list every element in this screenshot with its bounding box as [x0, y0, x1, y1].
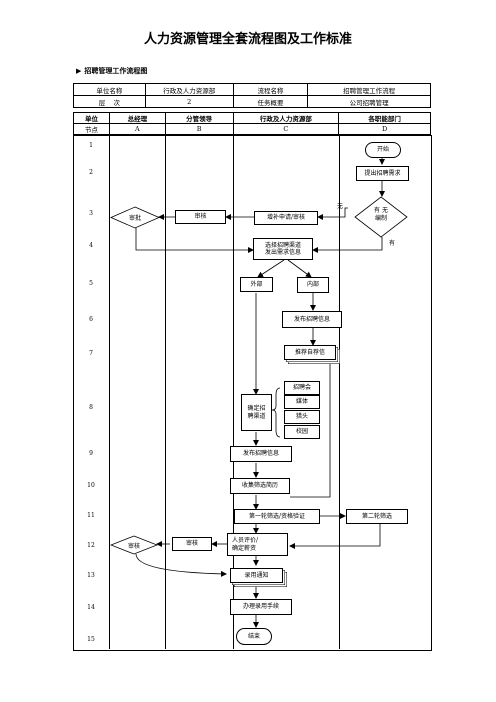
page-title: 人力资源管理全套流程图及工作标准 [143, 32, 352, 47]
flowchart-frame [73, 135, 432, 651]
internal-node: 内部 [297, 277, 329, 293]
row-number: 8 [89, 404, 93, 411]
external-node: 外部 [240, 277, 273, 292]
quota-no-label: 无 [337, 203, 344, 210]
gm-approve-label: 审批 [128, 215, 141, 222]
evaluate-node: 人员评价/ 确定薪资 [227, 533, 288, 556]
row-number: 2 [89, 169, 93, 176]
section-heading: ▶招聘管理工作流程图 [76, 66, 147, 76]
row-number: 11 [87, 512, 95, 519]
lane-code-a: A [108, 123, 166, 135]
publish-internal-node: 发布招聘信息 [282, 311, 342, 328]
lane-code-b: B [164, 123, 234, 135]
second-round-node: 第二轮筛选 [346, 509, 408, 524]
choose-channel-node: 选择招聘渠道 发出需求信息 [253, 238, 313, 260]
first-round-node: 第一轮筛选/资格验证 [234, 509, 320, 524]
gm-review-decision [110, 535, 158, 555]
leader-review-node-12: 审核 [172, 537, 212, 551]
triangle-icon: ▶ [76, 67, 82, 75]
lane-divider [109, 135, 110, 649]
quota-yes-label: 有 [389, 240, 396, 247]
channel-campus: 校园 [284, 425, 320, 439]
channel-media: 媒体 [284, 395, 320, 409]
hire-notice-node: 录用通知 [230, 568, 283, 583]
node-header-label: 节点 [73, 123, 110, 135]
lane-header-table: 单位 总经理 分管领导 行政及人力资源部 各职能部门 节点 A B C D [73, 112, 431, 135]
level-value: 2 [144, 95, 234, 108]
info-table: 单位名称 行政及人力资源部 流程名称 招聘管理工作流程 层 次 2 任务概要 公… [73, 83, 431, 108]
supplement-review-node: 增补申请/审核 [254, 211, 318, 225]
row-number: 12 [87, 542, 95, 549]
row-number: 9 [89, 450, 93, 457]
lane-divider [165, 135, 166, 649]
leader-review-node: 审核 [175, 210, 226, 224]
row-number: 4 [89, 242, 93, 249]
gm-review-label: 审核 [127, 543, 140, 550]
row-number: 7 [89, 350, 93, 357]
onboarding-node: 办理录用手续 [230, 599, 292, 615]
row-number: 15 [87, 636, 95, 643]
collect-resume-node: 收集筛选简历 [230, 478, 290, 494]
recommend-node: 推荐自荐信 [284, 345, 336, 360]
publish-external-node: 发布招聘信息 [230, 446, 292, 462]
end-node: 结束 [236, 628, 272, 645]
gm-approve-decision [110, 206, 160, 229]
determine-channel-node: 确定招 聘渠道 [241, 394, 272, 431]
row-number: 13 [87, 572, 95, 579]
row-number: 6 [89, 316, 93, 323]
channel-job-fair: 招聘会 [284, 381, 320, 395]
row-number: 10 [87, 482, 95, 489]
level-label: 层 次 [73, 95, 146, 108]
quota-decision-label: 有 无 编制 [374, 207, 388, 222]
lane-divider [233, 135, 234, 649]
lane-divider [339, 135, 340, 649]
raise-demand-node: 提出招聘需求 [356, 166, 409, 181]
row-number: 1 [89, 142, 93, 149]
row-number: 5 [89, 280, 93, 287]
row-number: 14 [87, 604, 95, 611]
row-number: 3 [89, 210, 93, 217]
section-heading-text: 招聘管理工作流程图 [84, 67, 148, 75]
channel-headhunter: 猎头 [284, 410, 320, 424]
lane-code-d: D [338, 123, 431, 135]
start-node: 开始 [365, 142, 401, 158]
quota-decision-node [354, 196, 408, 238]
task-overview-value: 公司招聘管理 [307, 95, 431, 108]
